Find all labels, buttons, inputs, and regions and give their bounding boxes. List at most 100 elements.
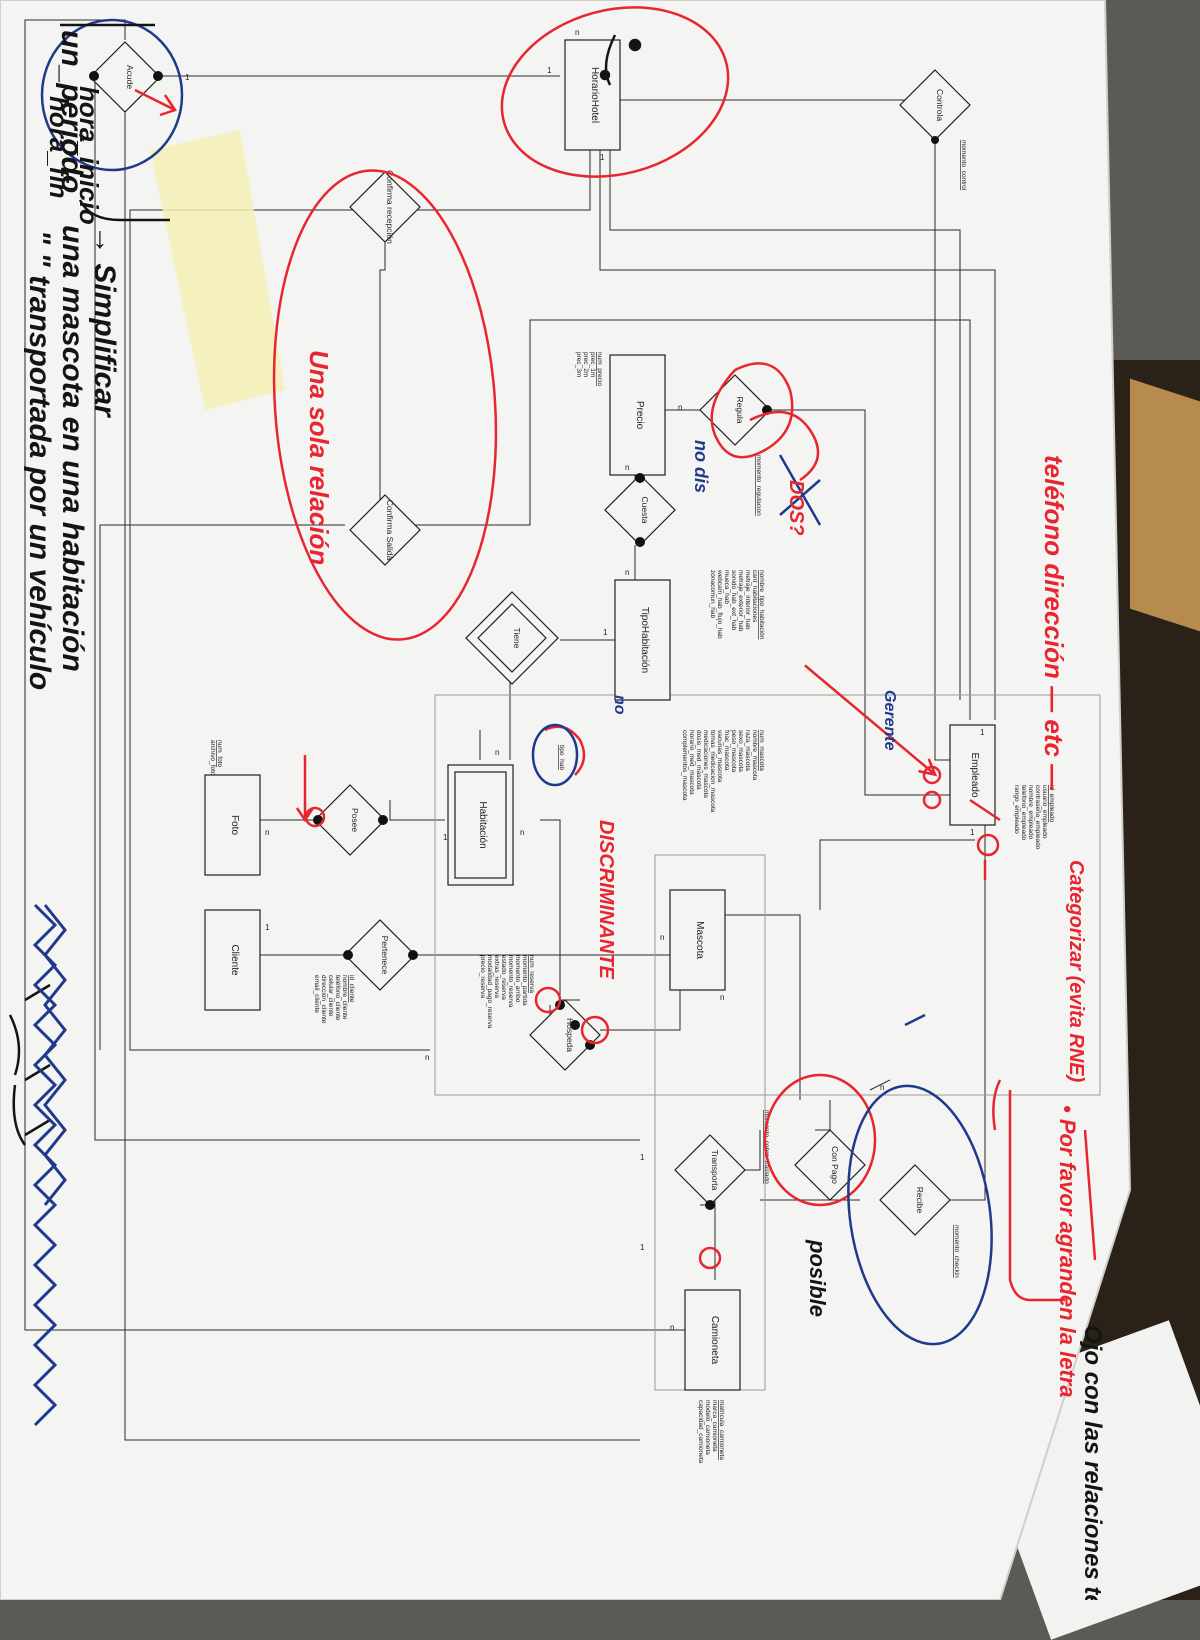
svg-text:1: 1 bbox=[265, 923, 270, 932]
svg-text:n: n bbox=[625, 568, 629, 577]
attrs-camioneta: matricula_camioneta marca_camioneta mode… bbox=[697, 1400, 725, 1464]
svg-text:1: 1 bbox=[603, 628, 608, 637]
svg-text:modelo_camioneta: modelo_camioneta bbox=[704, 1400, 711, 1455]
label-precio: Precio bbox=[634, 401, 645, 430]
note-categorizar: Categorizar (evita RNE) bbox=[1065, 860, 1087, 1083]
label-empleado: Empleado bbox=[969, 752, 980, 797]
svg-text:num_reserva: num_reserva bbox=[528, 955, 535, 993]
svg-text:tomas_medicacion_mascota: tomas_medicacion_mascota bbox=[709, 730, 716, 813]
svg-text:1: 1 bbox=[547, 66, 552, 75]
svg-text:direccion_cliente: direccion_cliente bbox=[320, 975, 327, 1024]
entity-foto bbox=[204, 774, 261, 876]
note-hora-inicio: hora_inicio bbox=[74, 86, 104, 225]
black-annotations bbox=[8, 23, 642, 1146]
note-posible: posible bbox=[805, 1239, 830, 1317]
attrs-hospeda: num_reserva momento_partida momento_arri… bbox=[479, 955, 535, 1029]
svg-text:num_precio: num_precio bbox=[596, 352, 603, 386]
note-una-sola-relacion: Una sola relación bbox=[304, 350, 334, 565]
svg-text:n: n bbox=[660, 933, 664, 942]
svg-text:metraje_exterior_hab: metraje_exterior_hab bbox=[737, 570, 744, 632]
svg-text:telefono_empleado: telefono_empleado bbox=[1020, 785, 1027, 841]
note-no-dis: no dis bbox=[691, 440, 711, 493]
svg-text:mueca_hab: mueca_hab bbox=[723, 570, 730, 604]
er-diagram: HorarioHotel Precio TipoHabitación Habit… bbox=[24, 19, 1101, 1464]
svg-text:prec_3m: prec_3m bbox=[575, 352, 582, 377]
svg-text:contraseña_empleado: contraseña_empleado bbox=[1034, 785, 1041, 850]
label-confirma-recepcion: Confirma recepción bbox=[385, 170, 395, 244]
rel-confirma-recepcion bbox=[349, 171, 421, 243]
entity-camioneta bbox=[684, 1289, 741, 1391]
svg-text:sonido_hab_ext_hab: sonido_hab_ext_hab bbox=[730, 570, 737, 631]
note-telefono-direccion: teléfono dirección — etc — bbox=[1039, 455, 1069, 791]
label-con-pago: Con Pago bbox=[830, 1146, 840, 1184]
svg-text:prec_2m: prec_2m bbox=[582, 352, 589, 377]
note-no: no bbox=[611, 695, 628, 715]
svg-text:usuario_empleado: usuario_empleado bbox=[1041, 785, 1048, 839]
label-pertenece: Pertenece bbox=[380, 936, 390, 975]
note-ojo: Ojo con las relaciones ternarios. bbox=[1079, 1325, 1106, 1600]
note-gerente: Gerente bbox=[881, 690, 898, 751]
attrs-tipohabitacion: nombre_tipo_habitación cant_habitaciones… bbox=[709, 569, 765, 640]
blue-annotations bbox=[40, 18, 993, 1346]
svg-text:vacunas_mascota: vacunas_mascota bbox=[716, 730, 723, 783]
label-confirma-salida: Confirma Salida bbox=[385, 500, 395, 561]
rel-pertenece bbox=[344, 919, 416, 991]
svg-text:n: n bbox=[575, 28, 579, 37]
svg-text:cant_habitaciones: cant_habitaciones bbox=[751, 570, 758, 623]
svg-text:1: 1 bbox=[640, 1153, 645, 1162]
svg-text:momento_arribo: momento_arribo bbox=[514, 955, 521, 1003]
svg-text:horario_med_mascota: horario_med_mascota bbox=[688, 730, 695, 795]
label-transporta: Transporta bbox=[710, 1150, 720, 1191]
label-acude: Acude bbox=[125, 65, 135, 89]
svg-text:id_cliente: id_cliente bbox=[348, 975, 355, 1003]
attrs-mascota: num_mascota nombre_mascota raza_mascota … bbox=[681, 730, 765, 813]
svg-text:rango_empleado: rango_empleado bbox=[1013, 785, 1020, 834]
svg-text:marca_camioneta: marca_camioneta bbox=[711, 1400, 718, 1452]
svg-text:n: n bbox=[880, 1083, 884, 1092]
svg-text:archivo_foto: archivo_foto bbox=[209, 740, 216, 776]
svg-text:1: 1 bbox=[185, 73, 190, 82]
svg-text:n: n bbox=[678, 403, 682, 412]
svg-text:extras_reserva: extras_reserva bbox=[493, 955, 500, 998]
entity-precio bbox=[609, 354, 666, 476]
svg-text:medicaciones_mascota: medicaciones_mascota bbox=[702, 730, 709, 798]
attrs-foto: num_foto archivo_foto bbox=[209, 740, 223, 776]
svg-text:complementos_mascota: complementos_mascota bbox=[681, 730, 688, 801]
svg-text:n: n bbox=[625, 463, 629, 472]
entity-empleado bbox=[949, 724, 996, 826]
attr-tipo-hab: tipo_hab bbox=[558, 745, 565, 770]
note-hora-fin: hora_fin bbox=[44, 96, 74, 199]
label-cuesta: Cuesta bbox=[640, 497, 650, 524]
svg-text:matricula_camioneta: matricula_camioneta bbox=[718, 1400, 725, 1460]
label-cliente: Cliente bbox=[229, 944, 240, 976]
note-dos: DOS? bbox=[785, 480, 807, 536]
entity-horariohotel bbox=[564, 39, 621, 151]
note-simplificar: → Simplificar bbox=[88, 225, 121, 419]
svg-text:sexo_mascota: sexo_mascota bbox=[737, 730, 744, 772]
note-transportada: " " transportada por un vehículo bbox=[23, 230, 56, 690]
svg-text:email_cliente: email_cliente bbox=[313, 975, 320, 1013]
label-regula: Regula bbox=[735, 397, 745, 424]
svg-text:momento_partida: momento_partida bbox=[521, 955, 528, 1006]
svg-text:webcam_hab_flujo_hab: webcam_hab_flujo_hab bbox=[716, 569, 723, 639]
note-mascota-hab: una mascota en una habitación bbox=[56, 225, 89, 672]
svg-text:prec_1m: prec_1m bbox=[589, 352, 596, 377]
svg-text:n: n bbox=[265, 828, 269, 837]
svg-text:estado_reserva: estado_reserva bbox=[500, 955, 507, 1000]
note-por-favor: • Por favor agranden la letra bbox=[1055, 1105, 1080, 1398]
svg-text:1: 1 bbox=[980, 728, 985, 737]
svg-text:teléfono_cliente: teléfono_cliente bbox=[334, 975, 341, 1021]
svg-text:1: 1 bbox=[443, 833, 448, 842]
svg-text:nombre_cliente: nombre_cliente bbox=[341, 975, 348, 1020]
label-camioneta: Camioneta bbox=[709, 1316, 720, 1365]
svg-text:momento_reserva: momento_reserva bbox=[507, 955, 514, 1008]
attr-momento-regulacion: momento_regulacion bbox=[755, 455, 762, 516]
svg-text:n: n bbox=[670, 1323, 674, 1332]
rel-posee bbox=[314, 784, 386, 856]
attrs-cliente: id_cliente nombre_cliente teléfono_clien… bbox=[313, 975, 355, 1024]
handwritten-notes: un_período hora_inicio hora_fin Una sola… bbox=[23, 30, 1106, 1600]
svg-text:capacidad_camioneta: capacidad_camioneta bbox=[697, 1400, 704, 1464]
label-hospeda: Hospeda bbox=[565, 1018, 575, 1052]
svg-text:num_foto: num_foto bbox=[216, 740, 223, 767]
svg-text:1: 1 bbox=[640, 1243, 645, 1252]
